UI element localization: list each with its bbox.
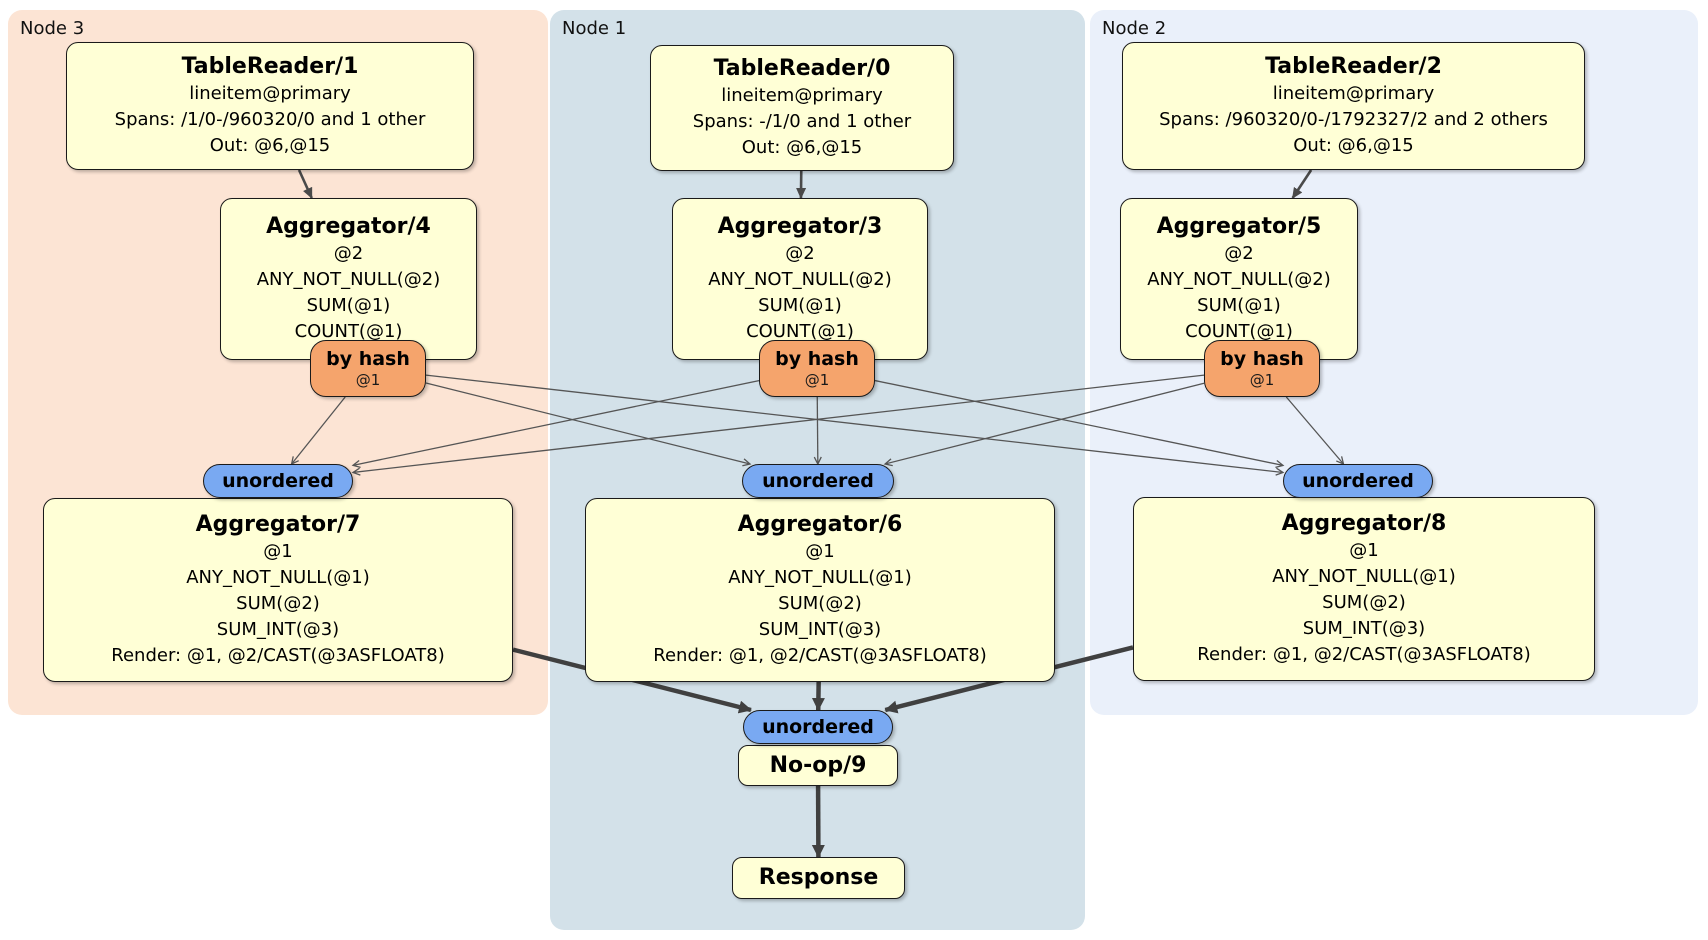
processor-tablereader-2: TableReader/2 lineitem@primary Spans: /9… [1122,42,1585,170]
processor-detail: @2 [785,243,815,264]
processor-detail: ANY_NOT_NULL(@2) [256,269,441,290]
sync-unordered-badge: unordered [742,464,894,498]
processor-detail: ANY_NOT_NULL(@1) [728,567,912,588]
sync-label: unordered [222,470,334,492]
processor-noop-9: No-op/9 [738,745,898,786]
processor-aggregator-7: Aggregator/7 @1 ANY_NOT_NULL(@1) SUM(@2)… [43,498,513,682]
response-box: Response [732,857,905,899]
sync-unordered-badge: unordered [1283,464,1433,498]
processor-aggregator-6: Aggregator/6 @1 ANY_NOT_NULL(@1) SUM(@2)… [585,498,1055,682]
processor-detail: Out: @6,@15 [741,137,863,158]
processor-detail: COUNT(@1) [1185,321,1293,342]
processor-detail: ANY_NOT_NULL(@2) [708,269,892,290]
processor-title: Aggregator/4 [266,214,431,239]
processor-detail: ANY_NOT_NULL(@1) [186,567,370,588]
processor-detail: Out: @6,@15 [1293,135,1414,156]
processor-detail: @1 [263,541,293,562]
processor-detail: ANY_NOT_NULL(@1) [1272,566,1456,587]
sync-label: unordered [762,470,874,492]
processor-detail: ANY_NOT_NULL(@2) [1147,269,1331,290]
node3-label: Node 3 [20,18,85,39]
processor-detail: Render: @1, @2/CAST(@3ASFLOAT8) [111,645,445,666]
router-by-hash-badge: by hash @1 [759,340,875,397]
processor-detail: SUM_INT(@3) [1302,618,1426,639]
processor-detail: @2 [1224,243,1254,264]
processor-aggregator-4: Aggregator/4 @2 ANY_NOT_NULL(@2) SUM(@1)… [220,198,477,360]
processor-detail: COUNT(@1) [746,321,854,342]
processor-detail: Render: @1, @2/CAST(@3ASFLOAT8) [653,645,987,666]
router-label: by hash [1220,347,1304,370]
router-label: by hash [775,347,859,370]
processor-detail: lineitem@primary [721,85,883,106]
processor-detail: SUM_INT(@3) [216,619,340,640]
router-label: by hash [326,347,410,370]
processor-detail: lineitem@primary [189,83,351,104]
processor-tablereader-1: TableReader/1 lineitem@primary Spans: /1… [66,42,474,170]
processor-detail: Out: @6,@15 [209,135,331,156]
processor-detail: SUM(@1) [1197,295,1281,316]
processor-detail: lineitem@primary [1272,83,1435,104]
processor-detail: @2 [333,243,364,264]
processor-title: TableReader/1 [181,54,359,79]
processor-title: TableReader/0 [713,56,891,81]
processor-title: Aggregator/8 [1281,511,1447,536]
processor-detail: SUM(@2) [236,593,320,614]
processor-detail: Render: @1, @2/CAST(@3ASFLOAT8) [1197,644,1531,665]
sync-label: unordered [762,716,874,738]
processor-tablereader-0: TableReader/0 lineitem@primary Spans: -/… [650,45,954,171]
processor-detail: SUM(@1) [306,295,391,316]
router-stream: @1 [1249,370,1275,389]
router-stream: @1 [804,370,830,389]
processor-title: Aggregator/3 [717,214,883,239]
processor-detail: SUM(@1) [758,295,842,316]
processor-title: Aggregator/6 [737,512,903,537]
processor-detail: COUNT(@1) [294,321,403,342]
processor-title: TableReader/2 [1265,54,1442,79]
processor-detail: Spans: /960320/0-/1792327/2 and 2 others [1159,109,1548,130]
router-by-hash-badge: by hash @1 [310,340,426,397]
sync-label: unordered [1302,470,1414,492]
processor-detail: Spans: /1/0-/960320/0 and 1 other [114,109,426,130]
processor-title: Response [758,865,879,890]
node1-label: Node 1 [562,18,627,39]
sync-unordered-badge: unordered [743,710,893,744]
processor-title: Aggregator/5 [1156,214,1322,239]
processor-detail: Spans: -/1/0 and 1 other [692,111,912,132]
processor-detail: SUM(@2) [1322,592,1406,613]
processor-title: No-op/9 [769,752,867,778]
processor-detail: @1 [1349,540,1379,561]
node2-label: Node 2 [1102,18,1167,39]
sync-unordered-badge: unordered [203,464,353,498]
processor-aggregator-3: Aggregator/3 @2 ANY_NOT_NULL(@2) SUM(@1)… [672,198,928,360]
processor-detail: SUM(@2) [778,593,862,614]
processor-aggregator-5: Aggregator/5 @2 ANY_NOT_NULL(@2) SUM(@1)… [1120,198,1358,360]
processor-title: Aggregator/7 [195,512,361,537]
processor-aggregator-8: Aggregator/8 @1 ANY_NOT_NULL(@1) SUM(@2)… [1133,497,1595,681]
router-by-hash-badge: by hash @1 [1204,340,1320,397]
router-stream: @1 [355,370,381,389]
processor-detail: SUM_INT(@3) [758,619,882,640]
processor-detail: @1 [805,541,835,562]
